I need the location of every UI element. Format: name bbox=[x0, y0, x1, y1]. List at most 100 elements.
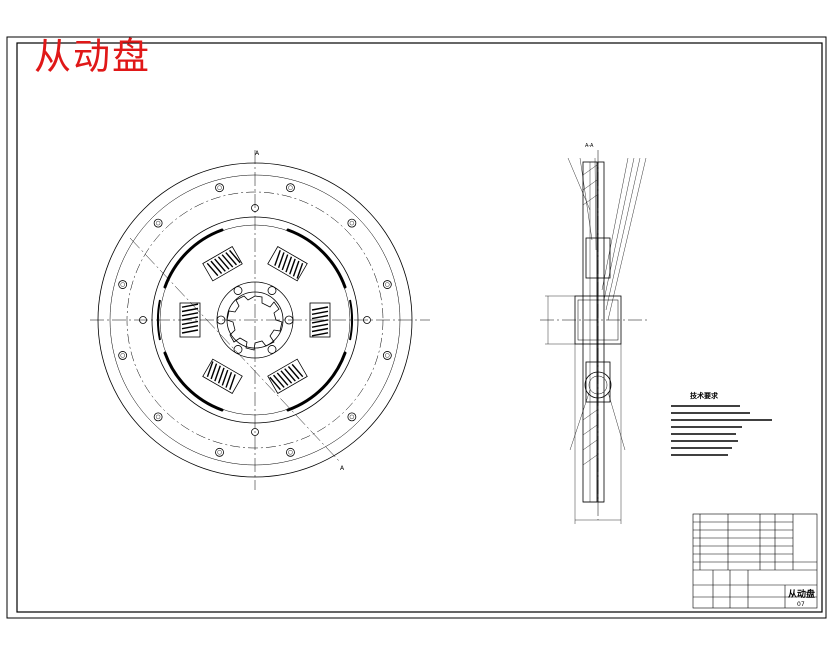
cut-label-top: A bbox=[255, 150, 260, 157]
rivet-hole bbox=[215, 183, 224, 193]
hub-hole bbox=[267, 286, 277, 295]
rivet-hole bbox=[347, 218, 357, 228]
rivet-hole-inner bbox=[155, 414, 161, 420]
spring-coil bbox=[289, 258, 296, 275]
hub-hole bbox=[233, 286, 243, 295]
rivet-hole bbox=[286, 447, 295, 457]
cut-label-bottom: A bbox=[340, 465, 345, 472]
rivet-hole-inner bbox=[385, 353, 390, 358]
damper-spring bbox=[179, 302, 201, 338]
spring-coil bbox=[181, 325, 199, 330]
spring-coil bbox=[284, 368, 296, 382]
rivet-hole-inner bbox=[288, 450, 293, 455]
inner-frame bbox=[16, 42, 823, 613]
damper-spring bbox=[202, 246, 243, 282]
spring-window bbox=[267, 246, 308, 282]
spring-coil bbox=[311, 314, 329, 320]
spring-coil bbox=[206, 262, 219, 277]
spring-coil bbox=[225, 252, 237, 266]
damper-spring bbox=[202, 358, 243, 394]
spring-coil bbox=[273, 374, 285, 388]
spring-window bbox=[267, 358, 308, 394]
rivet-hole-inner bbox=[288, 185, 293, 190]
rivet-hole bbox=[153, 218, 163, 228]
damper-spring bbox=[267, 358, 308, 394]
spring-coil bbox=[181, 307, 199, 313]
spring-coil bbox=[229, 374, 236, 390]
title-block-name: 从动盘 bbox=[788, 588, 815, 600]
spring-coil bbox=[276, 372, 289, 386]
rivet-hole-inner bbox=[349, 220, 355, 226]
spring-coil bbox=[181, 320, 199, 326]
spring-coil bbox=[285, 256, 293, 273]
rivet-hole bbox=[118, 280, 128, 289]
stop-pin-hole bbox=[251, 204, 259, 212]
spring-coil bbox=[291, 363, 304, 378]
spring-coil bbox=[181, 312, 199, 317]
spring-coil bbox=[214, 365, 221, 382]
title-block bbox=[692, 513, 818, 609]
section-label: A-A bbox=[585, 143, 594, 149]
spring-coil bbox=[280, 370, 293, 384]
rivet-hole-inner bbox=[217, 450, 222, 455]
tech-notes-heading: 技术要求 bbox=[690, 391, 719, 400]
stop-pin-hole bbox=[139, 316, 147, 324]
rivet-hole bbox=[347, 412, 357, 422]
rivet-hole-inner bbox=[120, 282, 125, 287]
hub-hole bbox=[233, 345, 243, 354]
rivet-hole bbox=[382, 280, 392, 289]
rivet-hole bbox=[286, 183, 295, 193]
rivet-hole bbox=[215, 447, 224, 457]
hub-hole bbox=[216, 315, 226, 325]
spring-coil bbox=[277, 252, 285, 269]
outer-frame bbox=[6, 36, 827, 619]
spring-coil bbox=[274, 250, 281, 266]
spring-coil bbox=[217, 256, 230, 270]
damper-spring bbox=[309, 302, 331, 338]
rivet-hole-inner bbox=[155, 220, 161, 226]
spring-coil bbox=[214, 258, 226, 272]
spring-window bbox=[179, 302, 201, 338]
stop-pin-hole bbox=[363, 316, 371, 324]
spring-coil bbox=[311, 327, 329, 333]
front-view bbox=[90, 150, 430, 490]
spring-coil bbox=[292, 260, 300, 277]
rivet-hole bbox=[382, 351, 392, 360]
spring-window bbox=[202, 246, 243, 282]
spring-coil bbox=[221, 254, 234, 268]
hub-hole bbox=[284, 315, 294, 325]
spring-window bbox=[202, 358, 243, 394]
spring-coil bbox=[225, 371, 233, 388]
spring-coil bbox=[311, 319, 329, 324]
sheet-code: 07 bbox=[797, 601, 805, 608]
rivet-hole-inner bbox=[120, 353, 125, 358]
spring-coil bbox=[296, 262, 304, 279]
damper-spring bbox=[267, 246, 308, 282]
spring-window bbox=[309, 302, 331, 338]
spring-coil bbox=[287, 366, 300, 380]
spring-coil bbox=[281, 254, 289, 271]
spring-coil bbox=[229, 249, 241, 264]
spring-coil bbox=[311, 306, 329, 311]
technical-notes: 技术要求 bbox=[671, 391, 772, 456]
spring-coil bbox=[311, 332, 329, 337]
section-view bbox=[540, 150, 650, 524]
spring-coil bbox=[181, 303, 199, 308]
spring-coil bbox=[210, 363, 218, 380]
spring-coil bbox=[269, 376, 281, 391]
drawing-title: 从动盘 bbox=[34, 35, 151, 78]
rivet-hole-inner bbox=[217, 185, 222, 190]
spring-coil bbox=[217, 367, 225, 384]
stop-pin-hole bbox=[251, 428, 259, 436]
spring-coil bbox=[311, 310, 329, 315]
hub-hole bbox=[267, 345, 277, 354]
spring-coil bbox=[206, 361, 214, 378]
spring-coil bbox=[221, 369, 229, 386]
rivet-hole bbox=[118, 351, 128, 360]
spring-coil bbox=[311, 323, 329, 328]
spring-coil bbox=[181, 329, 199, 334]
spring-coil bbox=[181, 316, 199, 321]
rivet-hole bbox=[153, 412, 163, 422]
